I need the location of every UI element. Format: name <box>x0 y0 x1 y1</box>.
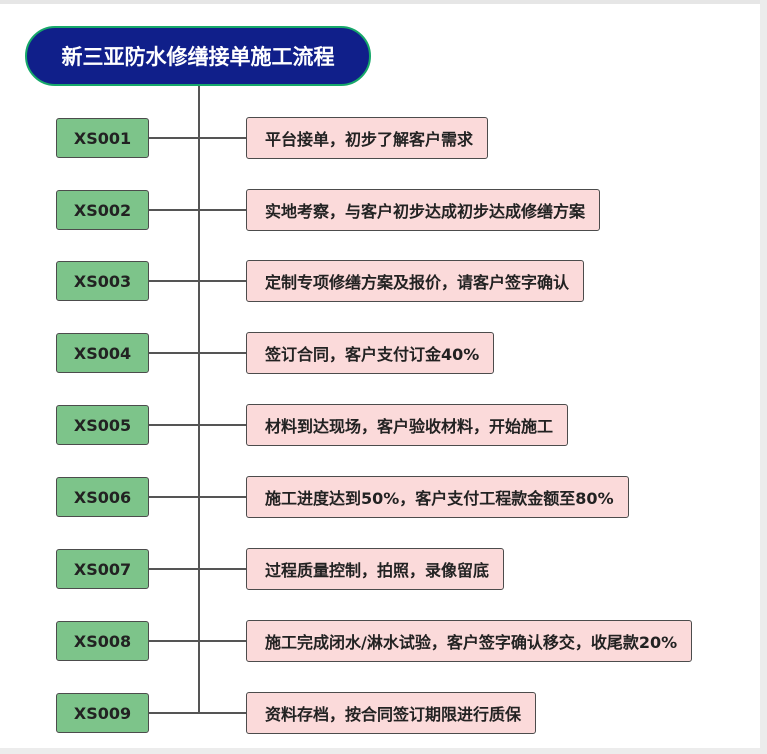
connector-left <box>149 352 198 354</box>
connector-left <box>149 712 198 714</box>
step-description: 施工进度达到50%，客户支付工程款金额至80% <box>246 476 629 518</box>
step-2: XS002 实地考察，与客户初步达成初步达成修缮方案 <box>0 189 767 233</box>
connector-right <box>200 712 246 714</box>
step-description: 平台接单，初步了解客户需求 <box>246 117 489 159</box>
step-code: XS001 <box>56 118 149 158</box>
connector-right <box>200 640 246 642</box>
step-code: XS008 <box>56 621 149 661</box>
frame-top <box>0 0 767 4</box>
connector-right <box>200 352 246 354</box>
connector-left <box>149 496 198 498</box>
step-description: 定制专项修缮方案及报价，请客户签字确认 <box>246 260 585 302</box>
step-code: XS002 <box>56 190 149 230</box>
connector-right <box>200 424 246 426</box>
step-code: XS006 <box>56 477 149 517</box>
connector-left <box>149 640 198 642</box>
step-code: XS005 <box>56 405 149 445</box>
trunk-line <box>198 86 200 714</box>
step-5: XS005 材料到达现场，客户验收材料，开始施工 <box>0 404 767 448</box>
connector-left <box>149 568 198 570</box>
step-description: 过程质量控制，拍照，录像留底 <box>246 548 505 590</box>
connector-left <box>149 137 198 139</box>
flow-title: 新三亚防水修缮接单施工流程 <box>25 26 371 86</box>
frame-right <box>760 0 767 754</box>
connector-left <box>149 209 198 211</box>
step-6: XS006 施工进度达到50%，客户支付工程款金额至80% <box>0 476 767 520</box>
step-code: XS007 <box>56 549 149 589</box>
connector-left <box>149 424 198 426</box>
step-8: XS008 施工完成闭水/淋水试验，客户签字确认移交，收尾款20% <box>0 620 767 664</box>
connector-right <box>200 496 246 498</box>
connector-right <box>200 137 246 139</box>
step-description: 资料存档，按合同签订期限进行质保 <box>246 692 537 734</box>
step-7: XS007 过程质量控制，拍照，录像留底 <box>0 548 767 592</box>
frame-bottom <box>0 748 767 754</box>
connector-right <box>200 280 246 282</box>
step-description: 施工完成闭水/淋水试验，客户签字确认移交，收尾款20% <box>246 620 693 662</box>
connector-right <box>200 209 246 211</box>
step-code: XS003 <box>56 261 149 301</box>
connector-left <box>149 280 198 282</box>
step-4: XS004 签订合同，客户支付订金40% <box>0 332 767 376</box>
step-description: 签订合同，客户支付订金40% <box>246 332 495 374</box>
step-1: XS001 平台接单，初步了解客户需求 <box>0 117 767 161</box>
step-code: XS009 <box>56 693 149 733</box>
step-description: 材料到达现场，客户验收材料，开始施工 <box>246 404 569 446</box>
step-code: XS004 <box>56 333 149 373</box>
step-9: XS009 资料存档，按合同签订期限进行质保 <box>0 692 767 736</box>
connector-right <box>200 568 246 570</box>
step-description: 实地考察，与客户初步达成初步达成修缮方案 <box>246 189 601 231</box>
step-3: XS003 定制专项修缮方案及报价，请客户签字确认 <box>0 260 767 304</box>
